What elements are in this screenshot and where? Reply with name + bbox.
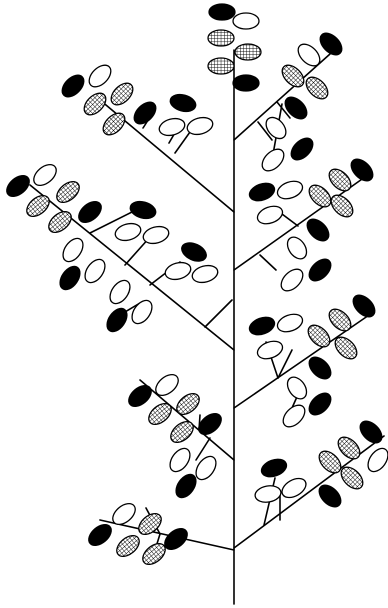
black-leaflet — [315, 481, 345, 511]
white-leaflet — [279, 475, 310, 502]
white-leaflet — [258, 145, 288, 175]
white-leaflet — [85, 61, 115, 91]
black-leaflet — [305, 353, 335, 383]
black-leaflet — [58, 71, 88, 101]
black-leaflet — [303, 215, 333, 245]
white-leaflet — [284, 234, 311, 263]
stem-segment — [282, 214, 298, 226]
hatched-leaflet — [167, 418, 197, 447]
black-leaflet — [259, 456, 289, 480]
black-leaflet — [195, 410, 225, 439]
hatched-leaflet — [23, 192, 53, 221]
leaves — [3, 4, 388, 568]
black-leaflet — [130, 98, 160, 128]
hatched-leaflet — [315, 447, 345, 477]
black-leaflet — [305, 255, 335, 285]
white-leaflet — [294, 40, 324, 70]
black-leaflet — [168, 92, 197, 114]
black-leaflet — [347, 155, 377, 185]
black-leaflet — [305, 389, 335, 419]
white-leaflet — [364, 445, 388, 475]
black-leaflet — [233, 75, 259, 91]
white-leaflet — [275, 178, 305, 202]
black-leaflet — [316, 29, 346, 59]
hatched-leaflet — [304, 321, 334, 351]
hatched-leaflet — [173, 390, 203, 419]
white-leaflet — [106, 277, 134, 307]
white-leaflet — [109, 500, 139, 529]
black-leaflet — [103, 305, 131, 335]
white-leaflet — [59, 235, 87, 265]
white-leaflet — [128, 297, 156, 327]
white-leaflet — [30, 161, 60, 190]
hatched-leaflet — [327, 191, 357, 221]
hatched-leaflet — [235, 44, 261, 60]
white-leaflet — [81, 256, 109, 286]
white-leaflet — [279, 401, 309, 431]
hatched-leaflet — [99, 109, 129, 139]
hatched-leaflet — [208, 30, 234, 46]
hatched-leaflet — [325, 165, 355, 195]
white-leaflet — [185, 115, 214, 137]
white-leaflet — [262, 114, 290, 143]
black-leaflet — [75, 198, 105, 227]
stem-segment — [205, 300, 232, 327]
black-leaflet — [179, 239, 209, 264]
white-leaflet — [254, 484, 282, 504]
black-leaflet — [209, 4, 235, 20]
white-leaflet — [157, 116, 186, 138]
white-leaflet — [113, 221, 142, 243]
black-leaflet — [125, 382, 155, 411]
black-leaflet — [247, 180, 277, 204]
black-leaflet — [356, 417, 386, 447]
white-leaflet — [255, 338, 285, 362]
white-leaflet — [284, 374, 311, 403]
black-leaflet — [3, 172, 33, 201]
hatched-leaflet — [107, 79, 137, 109]
black-leaflet — [247, 314, 277, 338]
white-leaflet — [190, 263, 219, 285]
white-leaflet — [233, 13, 259, 29]
white-leaflet — [277, 265, 307, 295]
white-leaflet — [275, 311, 305, 335]
hatched-leaflet — [208, 58, 234, 74]
hatched-leaflet — [45, 208, 75, 237]
black-leaflet — [128, 199, 157, 221]
white-leaflet — [152, 371, 182, 400]
hatched-leaflet — [334, 433, 364, 463]
stem-segment — [260, 255, 276, 270]
hatched-leaflet — [302, 73, 332, 103]
white-leaflet — [163, 260, 192, 282]
white-leaflet — [166, 445, 194, 475]
hatched-leaflet — [145, 400, 175, 429]
white-leaflet — [255, 203, 285, 227]
black-leaflet — [281, 93, 311, 123]
stems — [30, 50, 384, 604]
hatched-leaflet — [53, 178, 83, 207]
hatched-leaflet — [305, 181, 335, 211]
black-leaflet — [56, 263, 84, 293]
hatched-leaflet — [113, 532, 143, 561]
hatched-leaflet — [325, 305, 355, 335]
black-leaflet — [349, 291, 379, 321]
black-leaflet — [85, 521, 115, 550]
black-leaflet — [287, 134, 317, 164]
